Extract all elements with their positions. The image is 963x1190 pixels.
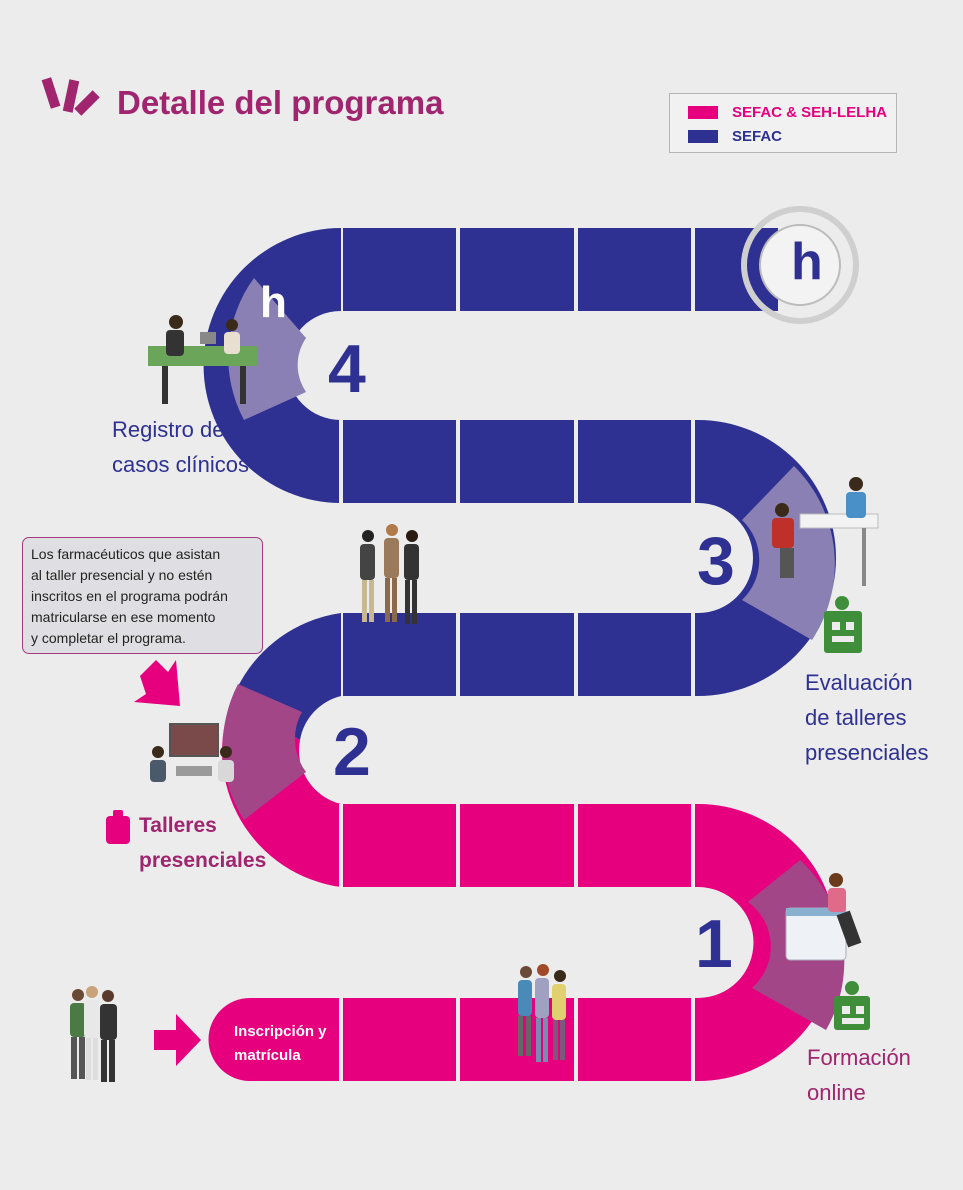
title-logo-icon bbox=[41, 77, 100, 116]
legend-swatch-magenta bbox=[688, 106, 718, 119]
workshop-screen-icon bbox=[150, 723, 234, 782]
evaluation-meeting-icon bbox=[772, 477, 879, 586]
note-box: Los farmacéuticos que asistan al taller … bbox=[22, 537, 263, 654]
meeting-table-icon bbox=[148, 315, 258, 404]
legend-item-sefac: SEFAC bbox=[688, 128, 782, 145]
legend-item-sefac-seh-lelha: SEFAC & SEH-LELHA bbox=[688, 104, 887, 121]
legend: SEFAC & SEH-LELHA SEFAC bbox=[669, 93, 897, 153]
h-logo-icon: h bbox=[791, 233, 823, 291]
row-4-track bbox=[341, 420, 698, 503]
online-desk-icon bbox=[785, 873, 862, 961]
page-title: Detalle del programa bbox=[117, 84, 444, 121]
turn-2-highlight bbox=[222, 684, 306, 820]
start-label: Inscripción y matrícula bbox=[234, 1023, 327, 1064]
people-group-track-icon bbox=[518, 964, 566, 1062]
step-number-2: 2 bbox=[333, 714, 371, 790]
step-label-2: Talleres presenciales bbox=[139, 814, 267, 872]
legend-label: SEFAC bbox=[732, 128, 783, 145]
h-logo-icon: h bbox=[260, 278, 287, 327]
turn-4-highlight bbox=[228, 278, 306, 420]
people-group-left-icon bbox=[70, 986, 117, 1082]
legend-label: SEFAC & SEH-LELHA bbox=[732, 104, 888, 121]
step-number-4: 4 bbox=[328, 331, 366, 407]
right-arrow-icon bbox=[154, 1014, 201, 1066]
step-number-3: 3 bbox=[697, 523, 735, 599]
row-2-track bbox=[341, 804, 698, 887]
down-right-arrow-icon bbox=[134, 660, 180, 706]
step-number-1: 1 bbox=[695, 906, 733, 982]
top-track bbox=[341, 228, 778, 311]
online-training-icon bbox=[834, 981, 870, 1030]
step-label-4: Registro de casos clínicos bbox=[112, 417, 249, 477]
legend-swatch-navy bbox=[688, 130, 718, 143]
step-label-1: Formación online bbox=[807, 1045, 911, 1105]
step-label-3: Evaluación de talleres presenciales bbox=[805, 670, 929, 765]
clipboard-icon bbox=[106, 810, 130, 844]
people-group-row3-icon bbox=[360, 524, 419, 624]
row-3-track bbox=[341, 613, 698, 696]
h-logo-badge bbox=[741, 206, 859, 324]
evaluation-workshops-icon bbox=[824, 596, 862, 653]
